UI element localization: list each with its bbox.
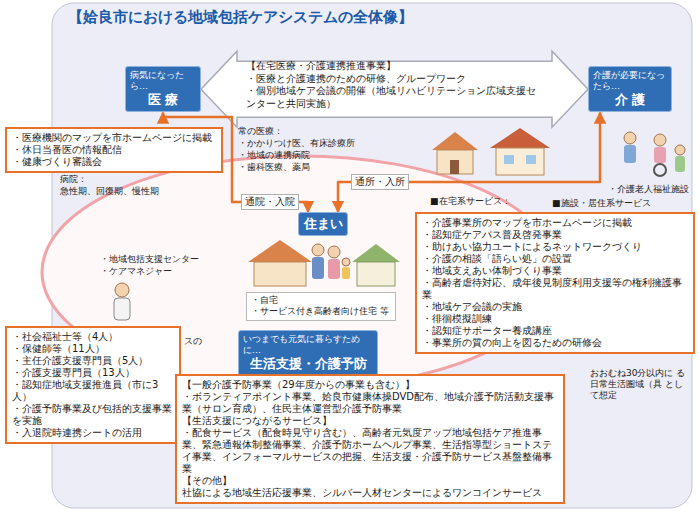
box-text: ・自宅: [251, 295, 391, 306]
note-label: 常の医療：: [238, 126, 358, 137]
box-text: ・休日当番医の情報配信: [12, 144, 216, 156]
block-arrow: [201, 51, 588, 127]
box-text: 生活支援・介護予防: [243, 356, 373, 373]
box-text: ・介護予防事業及び包括的支援事業を実施: [12, 403, 174, 427]
box-text: ・認知症サポーター養成講座: [422, 325, 688, 337]
box-text: ・介護の相談「語らい処」の設置: [422, 253, 688, 265]
box-text: ・地域ケア会議の実施: [422, 301, 688, 313]
orange-info-box: ・介護事業所のマップを市ホームページに掲載・認知症ケアパス普及啓発事業・助けあい…: [415, 212, 695, 354]
box-text: 社協による地域生活応援事業、シルバー人材センターによるワンコインサービス: [182, 487, 558, 499]
box-text: 介護が必要になったら…: [593, 70, 667, 92]
blue-label-box: 介護が必要になったら…介 護: [588, 66, 672, 112]
note-label: ・地域の連携病院: [238, 150, 358, 161]
box-text: ・健康づくり審議会: [12, 156, 216, 168]
orange-arrow: [338, 112, 600, 212]
box-text: ・社会福祉士等（4人）: [12, 331, 174, 343]
box-text: ・医療と介護連携のための研修、グループワーク: [246, 73, 536, 86]
care-manager-icon: [114, 283, 130, 320]
edge-label: 通院・入院: [241, 194, 299, 210]
box-text: ・医療機関のマップを市ホームページに掲載: [12, 132, 216, 144]
white-note-box: ・自宅・サービス付き高齢者向け住宅 等: [246, 292, 396, 321]
box-text: ・介護支援専門員（13人）: [12, 367, 174, 379]
box-text: 住まい: [303, 216, 343, 232]
box-text: ・介護事業所のマップを市ホームページに掲載: [422, 217, 688, 229]
care-people-icons: [624, 132, 685, 176]
note-label: ・地域包括支援センター: [100, 254, 220, 265]
note-label: スの: [184, 336, 206, 347]
box-text: ・徘徊模擬訓練: [422, 313, 688, 325]
box-text: ・主任介護支援専門員（5人）: [12, 355, 174, 367]
box-text: ・高齢者虐待対応、成年後見制度利用支援等の権利擁護事業: [422, 277, 688, 301]
diagram-title: 【姶良市における地域包括ケアシステムの全体像】: [68, 8, 413, 27]
edge-label: 通所・入所: [351, 174, 409, 190]
orange-info-box: 【一般介護予防事業（29年度からの事業も含む）】・ボランティアポイント事業、姶良…: [175, 374, 565, 504]
note-label: ・ケアマネジャー: [100, 266, 200, 277]
box-text: ・入退院時連携シートの活用: [12, 427, 174, 439]
box-text: 介 護: [593, 92, 667, 109]
note-label: ・かかりつけ医、有床診療所: [238, 138, 378, 149]
box-text: 医 療: [130, 92, 196, 109]
note-label: ・介護老人福祉施設: [608, 184, 694, 195]
note-label: 急性期、回復期、慢性期: [60, 186, 190, 197]
box-text: 【生活支援につながるサービス】: [182, 415, 558, 427]
box-text: ・助けあい協力ユートによるネットワークづくり: [422, 241, 688, 253]
box-text: ・サービス付き高齢者向け住宅 等: [251, 306, 391, 317]
note-label: ■在宅系サービス：: [430, 196, 540, 207]
box-text: ・保健師等（11人）: [12, 343, 174, 355]
box-text: ・ボランティアポイント事業、姶良市健康体操DVD配布、地域介護予防活動支援事業（…: [182, 391, 558, 415]
house-icons: [432, 128, 550, 175]
box-text: ・事業所の質の向上を図るための研修会: [422, 337, 688, 349]
box-text: 【一般介護予防事業（29年度からの事業も含む）】: [182, 379, 558, 391]
blue-label-box: 住まい: [298, 212, 348, 236]
text-block: 【在宅医療・介護連携推進事業】・医療と介護連携のための研修、グループワーク・個別…: [246, 60, 536, 110]
blue-label-box: いつまでも元気に暮らすために…生活支援・介護予防: [238, 330, 378, 376]
box-text: 病気になったら…: [130, 70, 196, 92]
orange-info-box: ・社会福祉士等（4人）・保健師等（11人）・主任介護支援専門員（5人）・介護支援…: [5, 326, 181, 444]
box-text: 【その他】: [182, 475, 558, 487]
box-text: ・地域支えあい体制づくり事業: [422, 265, 688, 277]
note-label: 病院：: [60, 174, 120, 185]
orange-info-box: ・医療機関のマップを市ホームページに掲載・休日当番医の情報配信・健康づくり審議会: [5, 127, 223, 173]
box-text: ・配食サービス（配食時見守り含む）、高齢者元気度アップ地域包括ケア推進事業、緊急…: [182, 427, 558, 475]
box-text: ・認知症地域支援推進員（市に3人）: [12, 379, 174, 403]
home-family-icons: [248, 240, 400, 286]
note-label: おおむね30分以内に る日常生活圏域（具 として想定: [590, 368, 686, 400]
blue-label-box: 病気になったら…医 療: [125, 66, 201, 112]
note-label: ■施設・居住系サービス: [552, 198, 672, 209]
box-text: 【在宅医療・介護連携推進事業】: [246, 60, 536, 73]
box-text: ・認知症ケアパス普及啓発事業: [422, 229, 688, 241]
note-label: ・歯科医療、薬局: [238, 162, 358, 173]
box-text: いつまでも元気に暮らすために…: [243, 334, 373, 356]
box-text: ・個別地域ケア会議の開催（地域リハビリテーション広域支援センターと共同実施）: [246, 85, 536, 110]
